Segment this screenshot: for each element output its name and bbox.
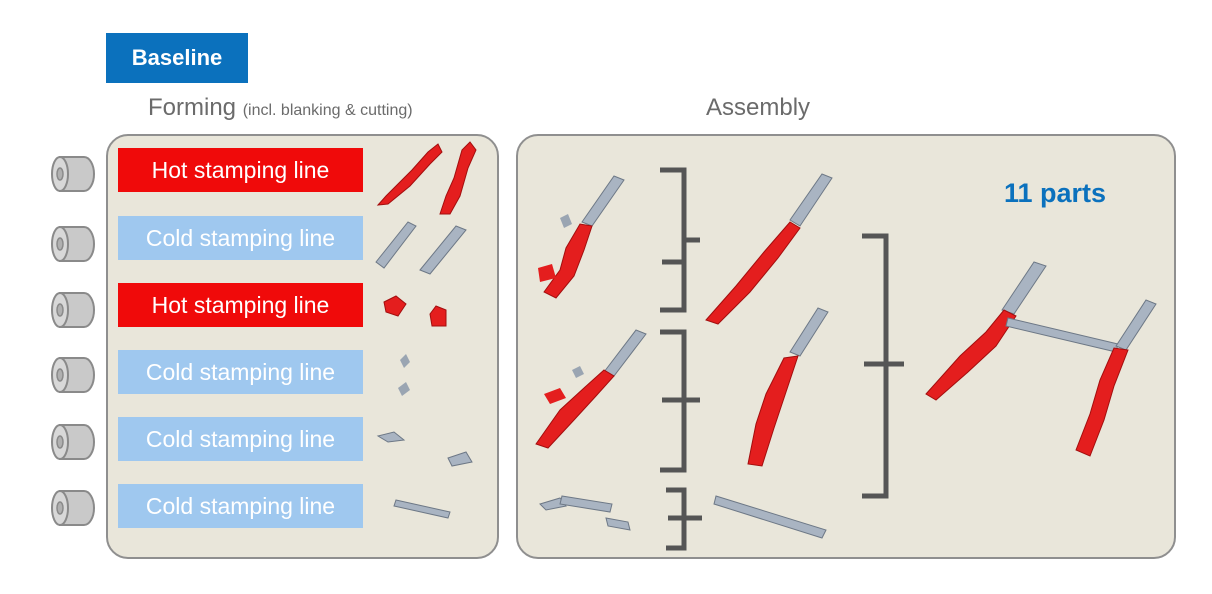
forming-title: Forming xyxy=(148,94,237,121)
assembly-panel xyxy=(516,134,1176,559)
red-hot-stamped-part xyxy=(747,355,799,467)
assembly-bracket xyxy=(660,329,700,473)
red-hot-stamped-part xyxy=(383,295,407,317)
red-hot-stamped-part xyxy=(1075,347,1129,457)
red-hot-stamped-part xyxy=(535,369,615,449)
assembly-bracket xyxy=(660,167,700,313)
gray-cold-stamped-part xyxy=(559,495,613,513)
red-hot-stamped-part xyxy=(376,143,443,206)
steel-coil-icon xyxy=(51,424,95,460)
steel-coil-icon xyxy=(51,490,95,526)
gray-cold-stamped-part xyxy=(1115,299,1157,351)
gray-cold-stamped-part xyxy=(419,225,467,275)
gray-cold-stamped-part xyxy=(603,329,647,377)
baseline-badge: Baseline xyxy=(106,33,248,83)
hot-stamping-line-2: Hot stamping line xyxy=(118,283,363,327)
forming-subtitle: (incl. blanking & cutting) xyxy=(242,102,413,119)
gray-cold-stamped-part xyxy=(400,354,410,368)
gray-cold-stamped-part xyxy=(375,221,417,269)
gray-cold-stamped-part xyxy=(560,214,572,228)
steel-coil-icon xyxy=(51,292,95,328)
gray-cold-stamped-part xyxy=(398,382,410,396)
cold-stamping-line-4: Cold stamping line xyxy=(118,484,363,528)
gray-cold-stamped-part xyxy=(393,499,451,519)
assembly-bracket xyxy=(666,487,702,551)
red-hot-stamped-part xyxy=(544,388,566,404)
gray-cold-stamped-part xyxy=(789,173,833,227)
gray-cold-stamped-part xyxy=(1001,261,1047,315)
gray-cold-stamped-part xyxy=(539,497,567,511)
red-hot-stamped-part xyxy=(925,309,1017,401)
gray-cold-stamped-part xyxy=(572,366,584,378)
steel-coil-icon xyxy=(51,156,95,192)
cold-stamping-line-2: Cold stamping line xyxy=(118,350,363,394)
gray-cold-stamped-part xyxy=(789,307,829,357)
gray-cold-stamped-part xyxy=(1005,317,1119,353)
assembly-bracket xyxy=(862,233,904,499)
gray-cold-stamped-part xyxy=(447,451,473,467)
cold-stamping-line-3: Cold stamping line xyxy=(118,417,363,461)
forming-heading: Forming (incl. blanking & cutting) xyxy=(148,94,413,122)
hot-stamping-line-1: Hot stamping line xyxy=(118,148,363,192)
gray-cold-stamped-part xyxy=(581,175,625,227)
gray-cold-stamped-part xyxy=(376,431,406,443)
red-hot-stamped-part xyxy=(705,221,801,325)
parts-count: 11 parts xyxy=(1004,178,1107,208)
cold-stamping-line-1: Cold stamping line xyxy=(118,216,363,260)
red-hot-stamped-part xyxy=(538,264,556,282)
red-hot-stamped-part xyxy=(543,223,593,299)
gray-cold-stamped-part xyxy=(713,495,827,539)
steel-coil-icon xyxy=(51,357,95,393)
assembly-heading: Assembly xyxy=(706,94,811,121)
gray-cold-stamped-part xyxy=(605,517,631,531)
red-hot-stamped-part xyxy=(429,305,447,327)
steel-coil-icon xyxy=(51,226,95,262)
red-hot-stamped-part xyxy=(439,141,477,215)
